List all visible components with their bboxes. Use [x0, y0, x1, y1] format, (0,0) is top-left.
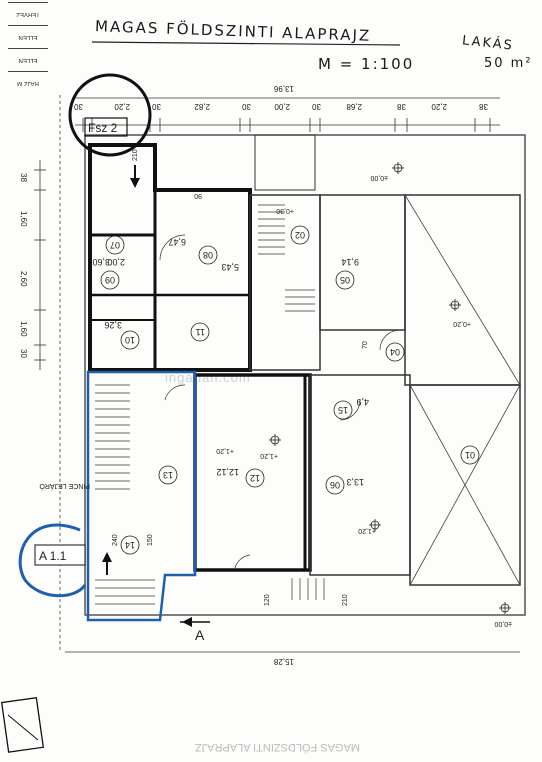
room-number: 02	[295, 230, 305, 240]
dim-label: 2,82	[194, 102, 210, 111]
svg-text:A: A	[195, 627, 205, 643]
svg-text:120: 120	[264, 594, 271, 606]
svg-text:150: 150	[147, 534, 154, 546]
room-area: 2,00	[107, 257, 125, 267]
dim-label: 2,00	[274, 102, 290, 111]
bleed-through-text: MAGAS FÖLDSZINTI ALAPRAJZ	[195, 741, 360, 753]
level-mark: +1,20	[216, 447, 234, 454]
svg-text:240: 240	[112, 534, 119, 546]
room-area: 4,9	[356, 397, 369, 407]
pince-label: PINCE LEJÁRÓ	[39, 482, 90, 491]
dim-total-bottom: 15,28	[273, 657, 294, 666]
dim-total-top: 13,96	[273, 84, 294, 93]
tag-fsz: Fsz 2	[88, 121, 118, 135]
room-number: 01	[465, 450, 475, 460]
room-area: 3,26	[104, 320, 122, 330]
room-area: 13,3	[346, 477, 364, 487]
dim-label: 2,68	[346, 102, 362, 111]
level-mark: ±0,00	[494, 620, 512, 627]
room-area: 9,14	[341, 257, 359, 267]
level-mark: +0,20	[453, 320, 471, 327]
room-area: 5,43	[221, 262, 239, 272]
plan-scale: M = 1:100	[318, 55, 415, 73]
level-mark: ±0,00	[370, 174, 388, 181]
room-number: 07	[110, 240, 120, 250]
room-number: 06	[330, 480, 340, 490]
svg-text:210: 210	[342, 594, 349, 606]
room-number: 05	[340, 275, 350, 285]
dim-label: 38	[479, 102, 488, 111]
room-area: 3,60	[92, 257, 110, 267]
dim-label: 30	[312, 102, 321, 111]
tag-circle-fsz	[68, 73, 152, 157]
room-number: 09	[105, 275, 115, 285]
apartment-area: 50 m²	[484, 56, 533, 71]
dim-label: 1,60	[19, 321, 28, 337]
room-area: 12,12	[216, 467, 239, 477]
blue-area-outline	[86, 370, 197, 622]
dim-label: 2,20	[114, 102, 130, 111]
level-mark: +1,20	[260, 452, 278, 459]
room-number: 10	[125, 335, 135, 345]
svg-text:210: 210	[132, 149, 139, 161]
dim-label: 2,20	[431, 102, 447, 111]
room-number: 08	[203, 250, 213, 260]
room-number: 04	[390, 347, 400, 357]
dim-label: 30	[152, 102, 161, 111]
svg-text:70: 70	[362, 341, 369, 349]
dim-label: 30	[19, 349, 28, 358]
room-number: 14	[125, 540, 135, 550]
dim-label: 30	[74, 102, 83, 111]
dim-label: 2,60	[19, 271, 28, 287]
room-number: 15	[338, 405, 348, 415]
room-area: 6,47	[168, 237, 186, 247]
room-number: 12	[250, 473, 260, 483]
dim-label: 38	[19, 173, 28, 182]
dim-label: 38	[397, 102, 406, 111]
svg-text:90: 90	[194, 192, 202, 199]
tag-a11: A 1.1	[39, 549, 67, 563]
level-mark: +0,30	[276, 207, 294, 214]
room-number: 11	[196, 327, 205, 337]
dim-label: 1,60	[19, 211, 28, 227]
level-mark: +1,20	[358, 527, 376, 534]
dim-label: 30	[242, 102, 251, 111]
room-number: 13	[163, 470, 173, 480]
